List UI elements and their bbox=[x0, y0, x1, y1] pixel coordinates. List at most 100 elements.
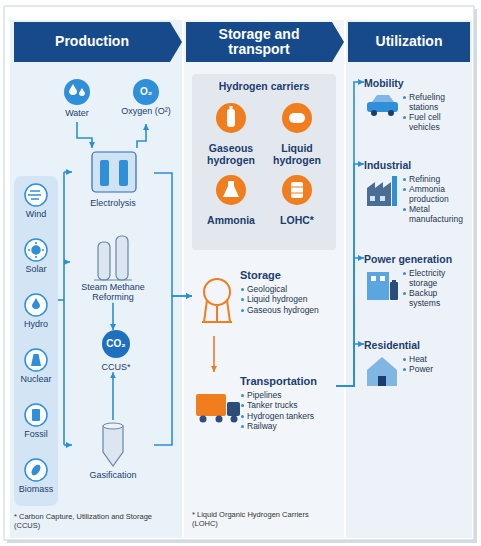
bullet-item: Geological bbox=[240, 284, 334, 294]
source-icons bbox=[32, 246, 40, 254]
bullet-item: Power bbox=[402, 364, 468, 374]
output-icon: O₂Oxygen (O²) bbox=[118, 74, 174, 124]
bullet-item: Refueling stations bbox=[402, 92, 468, 112]
carrier-panel bbox=[192, 74, 336, 250]
input-icon: Water bbox=[52, 78, 102, 122]
water-icon bbox=[64, 79, 90, 105]
source-icon: Biomass bbox=[14, 457, 58, 497]
carrier-icons bbox=[227, 109, 235, 127]
gasifier-icon bbox=[103, 423, 123, 429]
bullet-item: Fuel cell vehicles bbox=[402, 112, 468, 132]
section-heading: Industrial bbox=[364, 159, 468, 172]
stage-banner: Utilization bbox=[348, 22, 470, 62]
banner-shape bbox=[348, 22, 470, 62]
electrolyzer-icon bbox=[100, 160, 109, 186]
section-heading: Transportation bbox=[240, 375, 334, 388]
column-ground bbox=[346, 20, 472, 538]
carrier-icons bbox=[289, 113, 305, 123]
flow-arrow bbox=[112, 303, 114, 330]
factory-icon bbox=[367, 176, 397, 206]
flow-arrow bbox=[154, 173, 192, 296]
carrier-panel: Gaseous hydrogenLiquid hydrogenAmmoniaLO… bbox=[192, 74, 336, 250]
source-icon: Hydro bbox=[14, 292, 58, 332]
node-label: Biomass bbox=[14, 484, 58, 494]
node-label: Fossil bbox=[14, 429, 58, 439]
column-ground bbox=[10, 20, 472, 538]
flow-arrow bbox=[336, 82, 364, 386]
section-box: StorageGeologicalLiquid hydrogenGaseous … bbox=[192, 266, 336, 336]
power-icon bbox=[367, 272, 389, 300]
power-icon bbox=[392, 280, 396, 282]
footnote: * Carbon Capture, Utilization and Storag… bbox=[14, 512, 174, 530]
use-box: MobilityRefueling stationsFuel cell vehi… bbox=[364, 74, 470, 144]
node-label: Gaseous hydrogen bbox=[200, 136, 262, 166]
gasifier-icon bbox=[103, 426, 123, 466]
carrier-icon: LOHC* bbox=[266, 174, 328, 226]
source-icons bbox=[25, 239, 47, 261]
bullet-item: Backup systems bbox=[402, 288, 468, 308]
carrier-icons bbox=[282, 103, 312, 133]
bullet-item: Pipelines bbox=[240, 390, 334, 400]
carrier-icon: Gaseous hydrogen bbox=[200, 102, 262, 166]
source-icons bbox=[32, 409, 40, 421]
source-icons bbox=[25, 404, 47, 426]
card bbox=[4, 6, 477, 543]
water-icon bbox=[64, 79, 90, 105]
carrier-icons bbox=[223, 181, 239, 197]
card bbox=[7, 9, 477, 543]
card bbox=[4, 6, 474, 540]
node-label: Water bbox=[52, 108, 102, 118]
bullet-item: Heat bbox=[402, 354, 468, 364]
reformer-icon bbox=[98, 242, 110, 280]
source-icons bbox=[32, 298, 40, 309]
source-icons bbox=[30, 463, 43, 477]
electrolyzer-icon bbox=[119, 160, 128, 186]
car-icon bbox=[367, 95, 398, 116]
car-icon bbox=[371, 110, 377, 116]
use-box: ResidentialHeatPower bbox=[364, 336, 470, 396]
source-bracket bbox=[58, 299, 64, 301]
use-box: Power generationElectricity storageBacku… bbox=[364, 250, 470, 324]
source-icons bbox=[25, 349, 47, 371]
node-label: Hydrogen carriers bbox=[192, 74, 336, 92]
power-icon bbox=[390, 282, 398, 300]
reformer-icon bbox=[116, 236, 128, 280]
node-label: Production bbox=[55, 34, 129, 49]
source-icons bbox=[31, 354, 41, 366]
carrier-icons bbox=[291, 182, 303, 198]
bullet-item: Liquid hydrogen bbox=[240, 294, 334, 304]
factory-icon bbox=[370, 196, 375, 201]
bullet-item: Refining bbox=[402, 174, 468, 184]
carrier-icons bbox=[291, 187, 303, 193]
section-heading: Storage bbox=[240, 269, 334, 282]
carrier-icons bbox=[282, 175, 312, 205]
gasifier-icon bbox=[103, 423, 123, 466]
bullet-item: Gaseous hydrogen bbox=[240, 305, 334, 315]
section-heading: Mobility bbox=[364, 77, 468, 90]
water-icon bbox=[79, 88, 85, 96]
flow-arrow bbox=[77, 122, 92, 148]
bullet-item: Railway bbox=[240, 421, 334, 431]
stage-banner: Production bbox=[14, 22, 182, 62]
bullet-item: Tanker trucks bbox=[240, 400, 334, 410]
carrier-icons bbox=[216, 103, 246, 133]
source-band bbox=[14, 176, 58, 506]
node-label: Liquid hydrogen bbox=[266, 136, 328, 166]
flow-arrow bbox=[336, 344, 364, 386]
factory-icon bbox=[392, 176, 397, 206]
storage-tank-icon bbox=[202, 279, 232, 322]
use-box: IndustrialRefiningAmmonia productionMeta… bbox=[364, 156, 470, 238]
factory-icon bbox=[367, 182, 391, 206]
truck-icon bbox=[196, 394, 240, 423]
storage-tank-icon bbox=[204, 279, 230, 305]
source-bracket bbox=[64, 444, 72, 446]
flow-arrow bbox=[154, 296, 192, 445]
electrolyzer-icon bbox=[92, 152, 136, 192]
flow-arrow bbox=[336, 258, 364, 386]
source-icons bbox=[28, 191, 41, 199]
power-icon bbox=[371, 276, 376, 281]
section-heading: Residential bbox=[364, 339, 468, 352]
power-icon bbox=[380, 276, 385, 281]
source-icons bbox=[25, 294, 47, 316]
node-label: Solar bbox=[14, 264, 58, 274]
